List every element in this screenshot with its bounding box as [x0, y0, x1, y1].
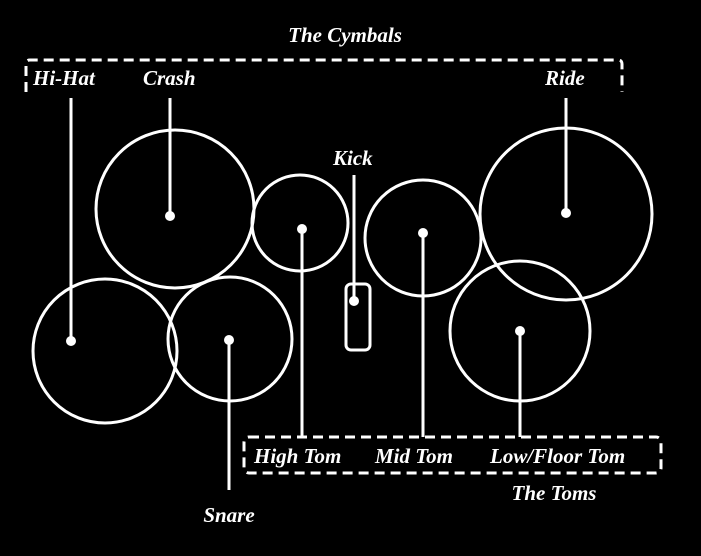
ride-dot: [561, 208, 571, 218]
crash-cymbal: [94, 128, 256, 290]
floor-tom-dot: [515, 326, 525, 336]
crash-dot: [165, 211, 175, 221]
snare-dot: [224, 335, 234, 345]
kick-pedal: [344, 282, 372, 352]
ride-label: Ride: [544, 66, 585, 90]
hihat-dot: [66, 336, 76, 346]
hihat-cymbal: [31, 277, 179, 425]
mid-tom-dot: [418, 228, 428, 238]
snare-label: Snare: [203, 503, 254, 527]
mid-tom-label: Mid Tom: [374, 444, 453, 468]
high-tom-label: High Tom: [253, 444, 341, 468]
kick-label: Kick: [332, 146, 373, 170]
cymbals-group-title: The Cymbals: [288, 23, 402, 47]
hihat-label: Hi-Hat: [32, 66, 96, 90]
crash-label: Crash: [143, 66, 196, 90]
floor-tom-label: Low/Floor Tom: [489, 444, 625, 468]
high-tom-drum: [250, 173, 350, 273]
toms-group-title: The Toms: [512, 481, 597, 505]
cymbals-group-bracket: [24, 58, 624, 92]
high-tom-dot: [297, 224, 307, 234]
kick-dot: [349, 296, 359, 306]
